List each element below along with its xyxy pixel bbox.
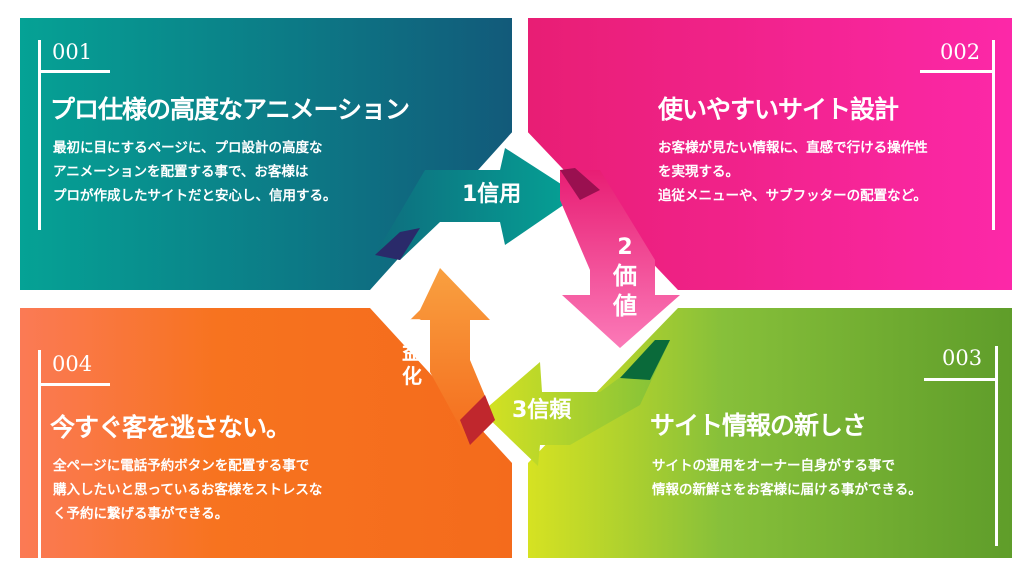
arrow-1-fold (375, 228, 420, 260)
divider (995, 346, 998, 546)
arrow-3 (482, 340, 670, 466)
arrow-2-text: 価値 (613, 262, 637, 320)
arrow-1 (375, 148, 578, 260)
divider (38, 350, 41, 558)
divider (38, 383, 110, 386)
divider (992, 40, 995, 230)
panel-body: お客様が見たい情報に、直感で行ける操作性 を実現する。 追従メニューや、サブフッ… (658, 136, 928, 208)
body-line: お客様が見たい情報に、直感で行ける操作性 (658, 140, 928, 156)
panel-body: 最初に目にするページに、プロ設計の高度な アニメーションを配置する事で、お客様は… (53, 136, 337, 208)
body-line: 購入したいと思っているお客様をストレスな (53, 482, 323, 498)
body-line: 追従メニューや、サブフッターの配置など。 (658, 188, 927, 204)
panel-number: 003 (942, 346, 983, 370)
arrow-3-fold (620, 340, 670, 380)
body-line: を実現する。 (658, 164, 739, 180)
body-line: 情報の新鮮さをお客様に届ける事ができる。 (652, 482, 922, 498)
panel-number: 004 (52, 352, 93, 376)
panel-body: サイトの運用をオーナー自身がする事で 情報の新鮮さをお客様に届ける事ができる。 (652, 454, 922, 502)
divider (38, 40, 41, 230)
body-line: サイトの運用をオーナー自身がする事で (652, 458, 895, 474)
arrow-3-label: 3信頼 (512, 398, 572, 423)
panel-title: プロ仕様の高度なアニメーション (50, 95, 410, 124)
body-line: アニメーションを配置する事で、お客様は (53, 164, 309, 180)
panel-body: 全ページに電話予約ボタンを配置する事で 購入したいと思っているお客様をストレスな… (53, 454, 322, 526)
arrow-2-number: 2 (617, 235, 633, 260)
panel-number: 001 (52, 40, 93, 64)
panel-title: 今すぐ客を逃さない。 (50, 413, 291, 442)
panel-title: 使いやすいサイト設計 (658, 95, 899, 124)
panel-number: 002 (940, 40, 981, 64)
arrow-2-fold (560, 168, 600, 200)
body-line: 最初に目にするページに、プロ設計の高度な (53, 140, 323, 156)
divider (38, 70, 110, 73)
panel-001: 001 プロ仕様の高度なアニメーション 最初に目にするページに、プロ設計の高度な… (20, 18, 512, 290)
divider (920, 70, 992, 73)
arrow-4-text: 収益化 (402, 316, 422, 388)
panel-title: サイト情報の新しさ (650, 411, 867, 440)
body-line: 全ページに電話予約ボタンを配置する事で (53, 458, 310, 474)
arrow-2 (560, 170, 680, 348)
arrow-4-fold (460, 395, 495, 445)
arrow-4-number: 4 (404, 290, 420, 315)
body-line: く予約に繋げる事ができる。 (53, 506, 229, 522)
arrow-1-label: 1信用 (462, 182, 522, 207)
body-line: プロが作成したサイトだと安心し、信用する。 (53, 188, 337, 204)
divider (924, 378, 996, 381)
arrow-4 (410, 268, 495, 445)
